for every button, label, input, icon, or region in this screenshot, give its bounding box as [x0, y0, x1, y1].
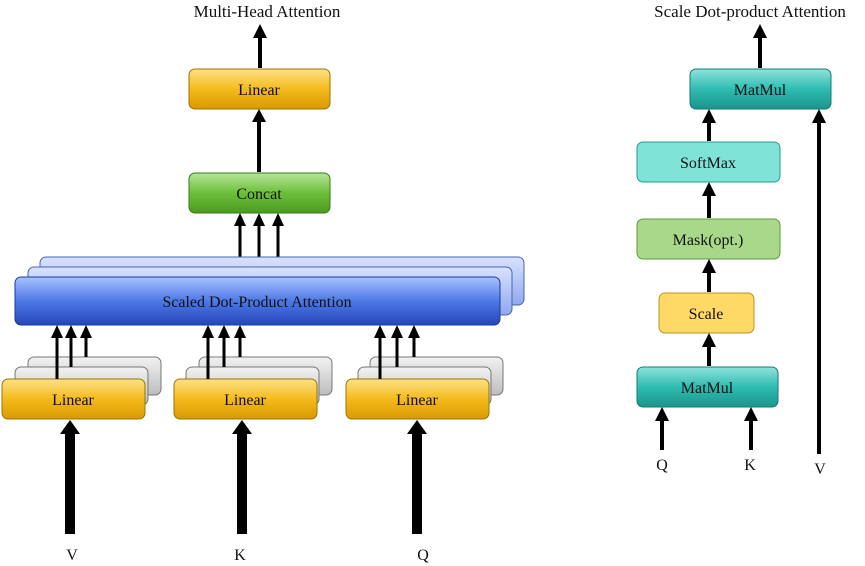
softmax-label: SoftMax — [680, 155, 736, 172]
sdp-output-arrow — [753, 24, 767, 68]
matmul-bottom-box: MatMul — [636, 366, 779, 408]
concat-to-linear-arrow — [252, 109, 266, 172]
mask-label: Mask(opt.) — [673, 232, 744, 249]
input-v-label: V — [66, 547, 78, 564]
input-k-label: K — [234, 547, 246, 564]
linear-q-stack: Linear — [345, 356, 504, 420]
concat-box: Concat — [188, 172, 331, 214]
multi-head-title: Multi-Head Attention — [194, 2, 341, 21]
input-q-label: Q — [417, 547, 429, 564]
scale-label: Scale — [689, 306, 724, 323]
v-long-arrow — [812, 109, 826, 454]
matmul-top-label: MatMul — [734, 82, 787, 99]
sdp-input-q-label: Q — [656, 457, 668, 474]
linear-k-stack: Linear — [173, 356, 333, 420]
sdp-input-v-label: V — [814, 461, 826, 478]
matmul-to-scale-arrow — [702, 333, 716, 366]
mask-to-softmax-arrow — [702, 182, 716, 218]
linear-top-label: Linear — [238, 82, 280, 99]
matmul-top-box: MatMul — [689, 68, 832, 110]
scaled-dot-title: Scale Dot-product Attention — [654, 2, 846, 21]
concat-label: Concat — [236, 186, 282, 203]
linear-v-label: Linear — [52, 392, 94, 409]
output-arrow — [253, 24, 267, 68]
sdp-input-k-label: K — [744, 457, 756, 474]
sdpa-stack: Scaled Dot-Product Attention — [14, 256, 525, 326]
linear-top-box: Linear — [188, 68, 331, 110]
softmax-box: SoftMax — [636, 141, 781, 183]
linear-to-sdpa-arrows — [51, 325, 420, 379]
linear-q-label: Linear — [396, 392, 438, 409]
linear-k-label: Linear — [224, 392, 266, 409]
input-arrows — [60, 420, 427, 534]
scale-box: Scale — [658, 292, 755, 334]
qk-arrows — [655, 407, 758, 450]
sdpa-label: Scaled Dot-Product Attention — [162, 294, 351, 311]
linear-v-stack: Linear — [1, 356, 162, 420]
softmax-to-matmul-arrow — [702, 109, 716, 141]
matmul-bottom-label: MatMul — [681, 380, 734, 397]
scale-to-mask-arrow — [702, 259, 716, 292]
mask-box: Mask(opt.) — [636, 218, 781, 260]
